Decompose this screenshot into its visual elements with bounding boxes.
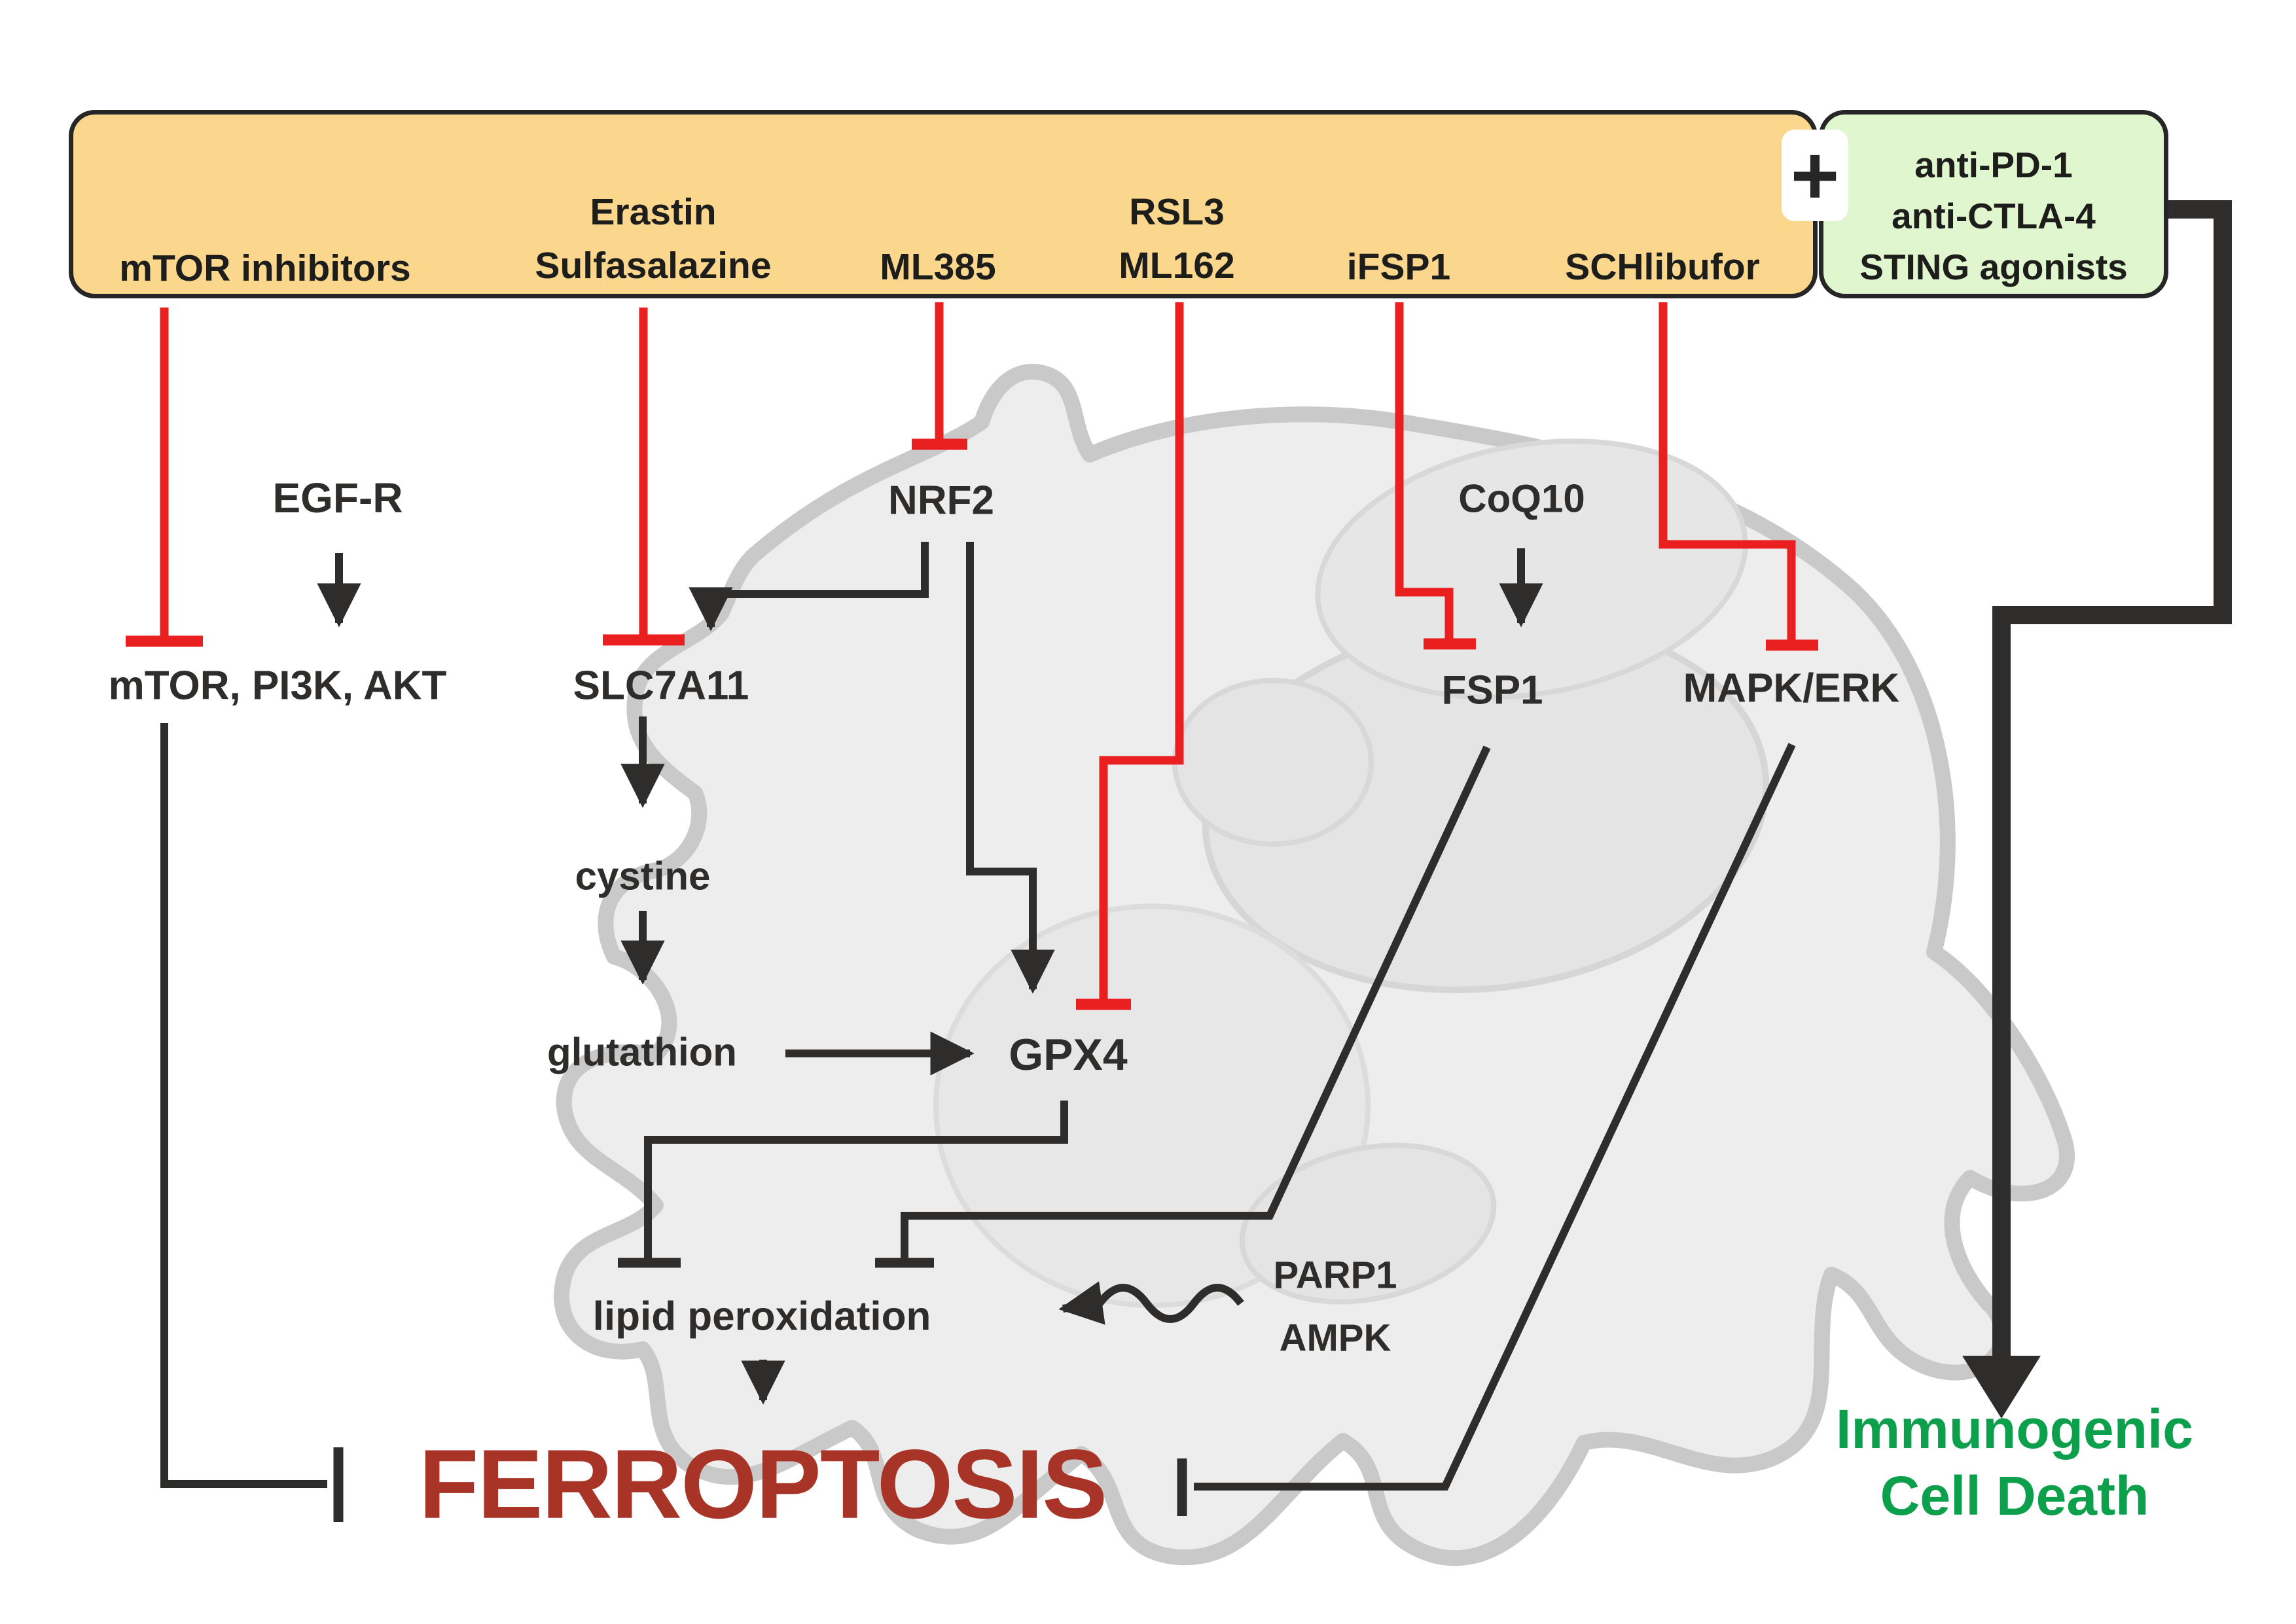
node-mtor-pi3k-akt: mTOR, PI3K, AKT <box>108 663 447 709</box>
inhibition-rsl3-gpx4 <box>1076 302 1184 1010</box>
node-coq10: CoQ10 <box>1458 476 1585 521</box>
inhibition-ml385-nrf2 <box>912 302 967 450</box>
tbar-mtor-ferroptosis <box>160 723 344 1522</box>
node-ampk: AMPK <box>1279 1316 1391 1360</box>
organelle-4 <box>1172 678 1374 847</box>
drug-rsl3-ml162: RSL3 ML162 <box>1119 191 1235 287</box>
drug-ifsp1: iFSP1 <box>1346 246 1451 288</box>
immunotherapy-agents: anti-PD-1 anti-CTLA-4 STING agonists <box>1859 145 2128 287</box>
arrow-immunotherapy-icd <box>1962 200 2232 1419</box>
drug-schlibufor: SCHlibufor <box>1565 246 1760 288</box>
node-nrf2: NRF2 <box>888 478 994 523</box>
inhibition-ifsp1-fsp1 <box>1395 302 1476 650</box>
arrow-nrf2-slc7a11 <box>689 542 929 631</box>
immunotherapy-box <box>1819 110 2168 298</box>
node-fsp1: FSP1 <box>1441 667 1543 713</box>
tumor-cell <box>554 364 2075 1566</box>
tbar-mapk-ferroptosis <box>1177 743 1796 1516</box>
drug-ml385: ML385 <box>880 246 996 288</box>
ferroptosis-label: FERROPTOSIS <box>418 1428 1107 1539</box>
node-lipid-peroxidation: lipid peroxidation <box>592 1294 931 1339</box>
inhibition-erastin-slc7a11 <box>603 308 685 646</box>
immunogenic-cell-death-label: Immunogenic Cell Death <box>1835 1398 2194 1527</box>
wavy-arrow-parp1-lipid <box>1058 1281 1244 1325</box>
inhibition-mtor-inhibitors <box>126 308 203 647</box>
node-gpx4: GPX4 <box>1009 1029 1128 1080</box>
tbar-gpx4-lipid <box>618 1101 1068 1268</box>
tbar-fsp1-lipid <box>875 745 1491 1268</box>
inhibition-schlibufor-mapk <box>1659 302 1818 651</box>
node-cystine: cystine <box>575 854 711 898</box>
drug-erastin-sulfasalazine: Erastin Sulfasalazine <box>535 191 772 287</box>
node-glutathion: glutathion <box>547 1030 737 1074</box>
organelle-3 <box>1239 1142 1497 1305</box>
node-slc7a11: SLC7A11 <box>573 663 749 709</box>
drug-mtor-inhibitors: mTOR inhibitors <box>119 247 411 289</box>
node-egfr: EGF-R <box>272 474 403 522</box>
node-mapk-erk: MAPK/ERK <box>1683 665 1900 711</box>
plus-icon: + <box>1782 129 1848 222</box>
organelle-1 <box>1315 438 1748 700</box>
drug-banner <box>69 110 1818 298</box>
node-parp1: PARP1 <box>1273 1254 1397 1297</box>
arrow-nrf2-gpx4 <box>966 542 1055 994</box>
